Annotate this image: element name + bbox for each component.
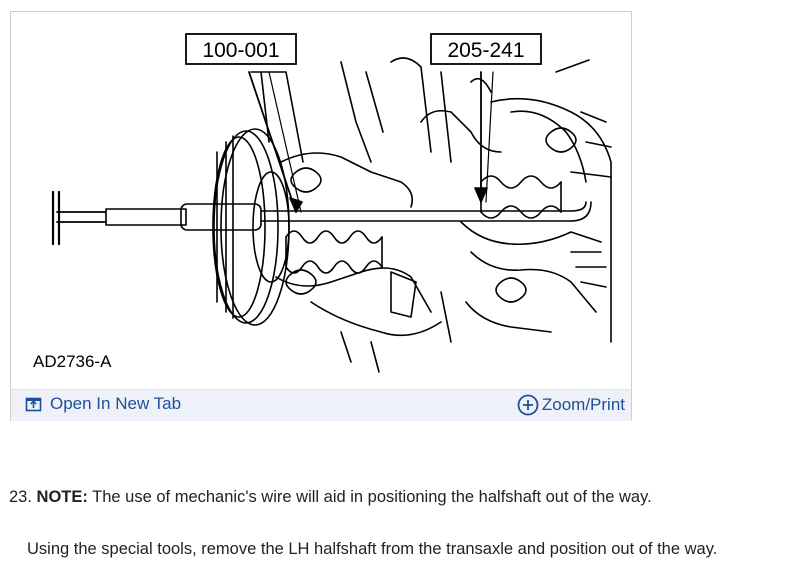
step-note: 23. NOTE: The use of mechanic's wire wil…: [9, 488, 652, 507]
open-in-new-tab-link[interactable]: Open In New Tab: [25, 394, 181, 414]
zoom-print-label: Zoom/Print: [541, 395, 625, 414]
service-illustration[interactable]: 100-001 205-241 AD2736-A: [11, 12, 631, 387]
figure-id-label: AD2736-A: [33, 352, 112, 371]
callout-label-100-001: 100-001: [202, 39, 279, 62]
figure-card: 100-001 205-241 AD2736-A Open In New Tab: [10, 11, 632, 421]
callout-label-205-241: 205-241: [447, 39, 524, 62]
note-label: NOTE:: [36, 488, 88, 506]
open-in-new-tab-label: Open In New Tab: [50, 394, 182, 413]
open-new-tab-icon: [25, 395, 43, 413]
callout-box-100-001: [185, 33, 297, 65]
step-number: 23.: [9, 488, 32, 506]
step-instruction: Using the special tools, remove the LH h…: [27, 540, 718, 558]
note-text: The use of mechanic's wire will aid in p…: [87, 488, 652, 506]
callout-box-205-241: [430, 33, 542, 65]
zoom-print-link[interactable]: Zoom/Print: [517, 394, 625, 416]
figure-toolbar: Open In New Tab Zoom/Print: [11, 389, 631, 421]
zoom-plus-icon: [517, 394, 539, 416]
